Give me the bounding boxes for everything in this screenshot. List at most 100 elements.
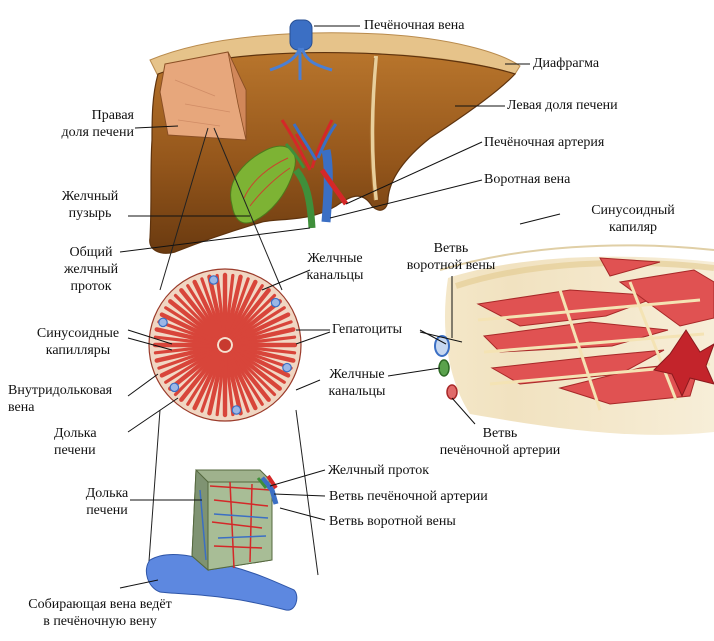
common-bile-duct [293,167,316,229]
label-central-vein-line1: Внутридольковая [8,383,113,398]
hepatocyte-plate [157,320,218,344]
hepatocyte-plate [226,277,250,338]
hepatocyte-plate [232,327,296,345]
hepatocyte-plate [164,348,219,384]
label-liver-lobule-bottom-line1: Долька [85,486,129,501]
hepatocyte-plate [230,299,282,341]
label-bile-canaliculi-top-line2: канальцы [306,268,364,283]
hepatocyte-plate [228,284,264,339]
hepatocyte-plate [232,346,293,370]
hepatocyte-plate [227,279,258,339]
hepatocyte-plate [207,274,225,338]
hepatocyte-plate [231,306,286,342]
label-bile-canaliculi-top-line1: Желчные [307,251,363,266]
label-sinusoid-capillary-line2: капиляр [608,220,658,235]
label-portal-branch-top-line2: воротной вены [406,258,496,273]
portal-triad [208,275,219,285]
label-sinusoid-capillary-line1: Синусоидный [591,203,675,218]
label-portal-branch-top-line1: Ветвь [433,241,469,256]
label-artery-branch-bottom: Ветвь печёночной артерии [329,489,488,504]
hepatocyte-plate [231,348,286,384]
label-left-lobe: Левая доля печени [507,98,618,113]
hepatocyte-plate [225,274,243,338]
label-common-bile-duct-line2: желчный [63,262,119,277]
label-central-vein-line2: вена [8,400,35,415]
hepatocyte-plate [200,352,224,413]
hepatocyte-plate [224,273,235,337]
label-bile-canaliculi-top: Желчные канальцы [300,250,370,284]
label-bile-canaliculi-mid: Желчные канальцы [322,366,392,400]
label-bile-canaliculi-mid-line2: канальцы [328,384,386,399]
portal-triad [231,405,242,415]
portal-vein-branch-detail [434,335,450,357]
sinusoid-detail [434,244,714,435]
hepatocyte-plate [179,288,221,340]
hepatocyte-plate [230,293,277,340]
hepatocyte-plate [227,351,258,411]
hepatocyte-plate [232,345,296,363]
hepatocyte-plate [229,350,271,402]
label-hepatic-vein: Печёночная вена [364,18,465,33]
hepatocyte-plate [230,350,277,397]
hepatocyte-plate [229,288,271,340]
hepatocyte-plate [225,352,243,416]
portal-triad [270,297,281,308]
label-common-bile-duct-line1: Общий [69,245,113,260]
label-bile-duct: Желчный проток [328,463,430,478]
label-liver-lobule-bottom-line2: печени [86,503,128,518]
label-collecting-vein-line1: Собирающая вена ведёт [28,597,172,612]
hepatocyte-plate [215,353,226,417]
hepatocyte-plate [164,306,219,342]
label-collecting-vein-line2: в печёночную вену [43,614,157,629]
label-common-bile-duct-line3: проток [70,279,112,294]
central-vein-detail [653,329,714,398]
label-sinusoid-capillary: Синусоидный капиляр [578,202,688,236]
label-gallbladder-line2: пузырь [68,206,112,221]
leader-lines [119,25,561,589]
label-right-lobe: Правая доля печени [46,107,134,141]
hepatocyte-plate [159,312,219,343]
central-vein [219,339,231,351]
hepatocyte-plate [233,335,297,346]
hepatocyte-plate [192,279,223,339]
label-bile-canaliculi-mid-line1: Желчные [329,367,385,382]
label-liver-lobule-bottom: Долька печени [72,485,142,519]
label-sinusoid-capillaries-line1: Синусоидные [36,326,120,341]
hepatocyte-plate [154,345,218,363]
label-sinusoid-capillaries: Синусоидные капилляры [26,325,130,359]
hepatocyte-plate [168,349,220,391]
hepatocyte-plate [157,346,218,370]
label-portal-branch-top: Ветвь воротной вены [396,240,506,274]
hepatocyte-plate [231,347,291,378]
label-gallbladder: Желчный пузырь [50,188,130,222]
portal-vein [321,149,333,223]
hepatocyte-plate [233,344,297,355]
hepatic-vein-trunk [289,19,313,51]
label-right-lobe-line2: доля печени [61,125,134,140]
lobule-3d-model [145,468,298,611]
hepatocyte-plate [173,293,220,340]
gallbladder [230,145,296,224]
falciform-ligament [370,55,378,201]
label-hepatic-artery: Печёночная артерия [484,135,605,150]
label-artery-branch-right: Ветвь печёночной артерии [430,425,570,459]
hepatocyte-plate [186,351,222,406]
hepatocyte-plates [152,272,298,418]
hepatic-artery [319,168,349,206]
hepatocyte-plate [153,344,217,355]
label-artery-branch-right-line2: печёночной артерии [439,443,561,458]
label-liver-lobule-mid-line1: Долька [54,426,97,441]
hepatocyte-plate [230,349,282,391]
lobule-cross-section [148,268,302,422]
label-artery-branch-right-line1: Ветвь [482,426,518,441]
hepatocyte-plate [228,351,264,406]
hepatocyte-plate [226,352,250,413]
hepatocyte-plate [168,299,220,341]
liver-illustration [149,19,521,254]
bile-duct-detail [438,359,450,377]
hepatocyte-plate [173,350,220,397]
label-liver-lobule-mid: Долька печени [54,425,97,459]
hepatocyte-plate [231,312,291,343]
